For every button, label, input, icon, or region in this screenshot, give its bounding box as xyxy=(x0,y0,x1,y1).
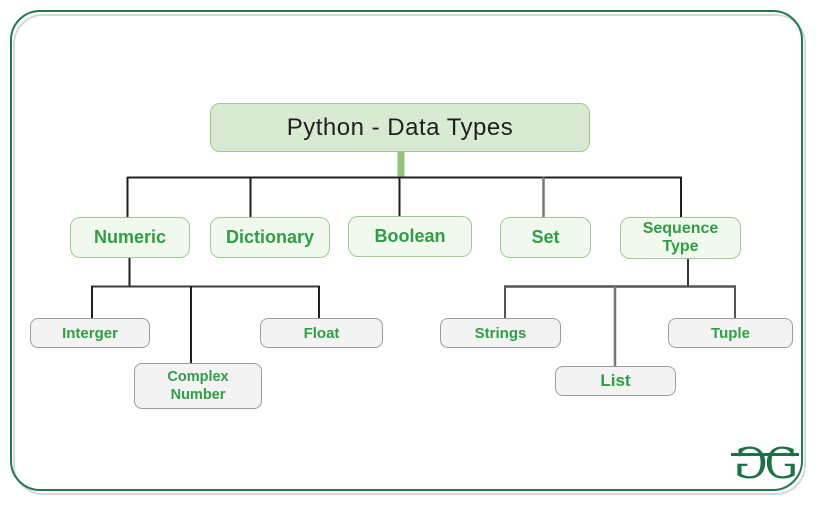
node-dictionary: Dictionary xyxy=(210,217,330,258)
node-python-data-types: Python - Data Types xyxy=(210,103,590,152)
node-label: Float xyxy=(303,324,340,342)
frame-green-border xyxy=(10,10,803,491)
node-label: Dictionary xyxy=(225,227,315,247)
frame-shadow-border xyxy=(13,14,806,495)
node-label: Python - Data Types xyxy=(286,113,514,141)
node-label: Interger xyxy=(62,324,118,342)
node-label: Set xyxy=(531,227,560,247)
node-label: Boolean xyxy=(374,226,446,246)
node-sequence-type: Sequence Type xyxy=(620,217,741,259)
node-numeric: Numeric xyxy=(70,217,190,258)
geeksforgeeks-logo: G G xyxy=(731,439,799,488)
node-float: Float xyxy=(260,318,383,348)
node-label: Numeric xyxy=(93,227,167,247)
node-list: List xyxy=(555,366,676,396)
node-label: Sequence Type xyxy=(642,219,719,255)
node-set: Set xyxy=(500,217,591,258)
node-interger: Interger xyxy=(30,318,150,348)
logo-letter-g: G xyxy=(764,439,799,488)
node-complex-number: Complex Number xyxy=(134,363,262,409)
node-label: Tuple xyxy=(711,324,750,342)
node-label: Strings xyxy=(474,324,527,342)
node-label: Complex Number xyxy=(167,368,229,403)
node-label: List xyxy=(600,371,631,390)
logo-bar xyxy=(731,453,799,456)
node-boolean: Boolean xyxy=(348,216,472,257)
node-strings: Strings xyxy=(440,318,561,348)
node-tuple: Tuple xyxy=(668,318,793,348)
logo-letter-mirrored-g: G xyxy=(733,439,768,488)
